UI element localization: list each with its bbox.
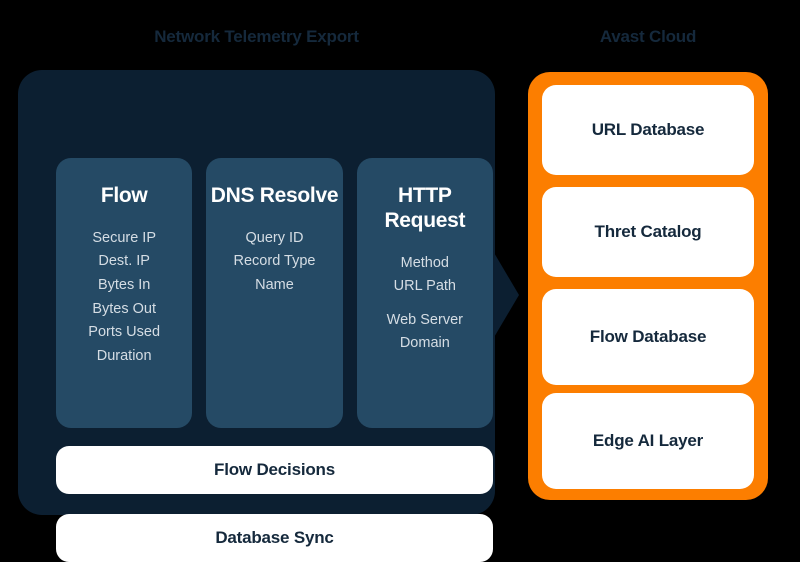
protocol-card-title: DNS Resolve — [210, 184, 339, 207]
field-item: Bytes Out — [92, 300, 156, 317]
network-telemetry-export-panel: Flow Secure IP Dest. IP Bytes In Bytes O… — [18, 70, 495, 562]
cloud-card-thret-catalog[interactable]: Thret Catalog — [542, 187, 754, 277]
cloud-card-url-database[interactable]: URL Database — [542, 85, 754, 175]
field-item: Query ID — [245, 229, 304, 246]
field-item: Ports Used — [88, 324, 161, 341]
field-item: Dest. IP — [98, 253, 150, 270]
flow-decisions-bar[interactable]: Flow Decisions — [56, 446, 493, 494]
protocol-card-title: HTTP Request — [384, 184, 466, 232]
protocol-card-title: Flow — [100, 184, 148, 207]
protocol-card-fields: Method URL Path Web Server Domain — [387, 252, 463, 357]
telemetry-section-title: Network Telemetry Export — [154, 27, 359, 46]
protocol-card-group: Flow Secure IP Dest. IP Bytes In Bytes O… — [56, 158, 493, 428]
protocol-card-dns-resolve[interactable]: DNS Resolve Query ID Record Type Name — [206, 158, 343, 428]
protocol-card-fields: Query ID Record Type Name — [234, 227, 316, 298]
protocol-card-fields: Secure IP Dest. IP Bytes In Bytes Out Po… — [88, 227, 160, 369]
field-item: Record Type — [233, 253, 316, 270]
field-item: Web Server — [386, 311, 463, 328]
cloud-card-edge-ai-layer[interactable]: Edge AI Layer — [542, 393, 754, 489]
protocol-card-http-request[interactable]: HTTP Request Method URL Path Web Server … — [356, 158, 493, 428]
field-item: Secure IP — [92, 229, 156, 246]
field-item: Method — [400, 254, 449, 271]
avast-cloud-panel: URL Database Thret Catalog Flow Database… — [528, 72, 768, 500]
database-sync-bar[interactable]: Database Sync — [56, 514, 493, 562]
protocol-card-flow[interactable]: Flow Secure IP Dest. IP Bytes In Bytes O… — [56, 158, 193, 428]
cloud-section-title: Avast Cloud — [599, 27, 697, 46]
arrow-right-icon — [493, 251, 519, 339]
diagram-canvas: Network Telemetry Export Avast Cloud Flo… — [18, 27, 768, 562]
field-item: Name — [255, 277, 294, 294]
field-item: Domain — [399, 335, 450, 352]
field-group-spacer — [387, 299, 463, 309]
field-item: URL Path — [393, 278, 456, 295]
field-item: Bytes In — [97, 277, 151, 294]
field-item: Duration — [96, 347, 152, 364]
cloud-card-flow-database[interactable]: Flow Database — [542, 289, 754, 385]
